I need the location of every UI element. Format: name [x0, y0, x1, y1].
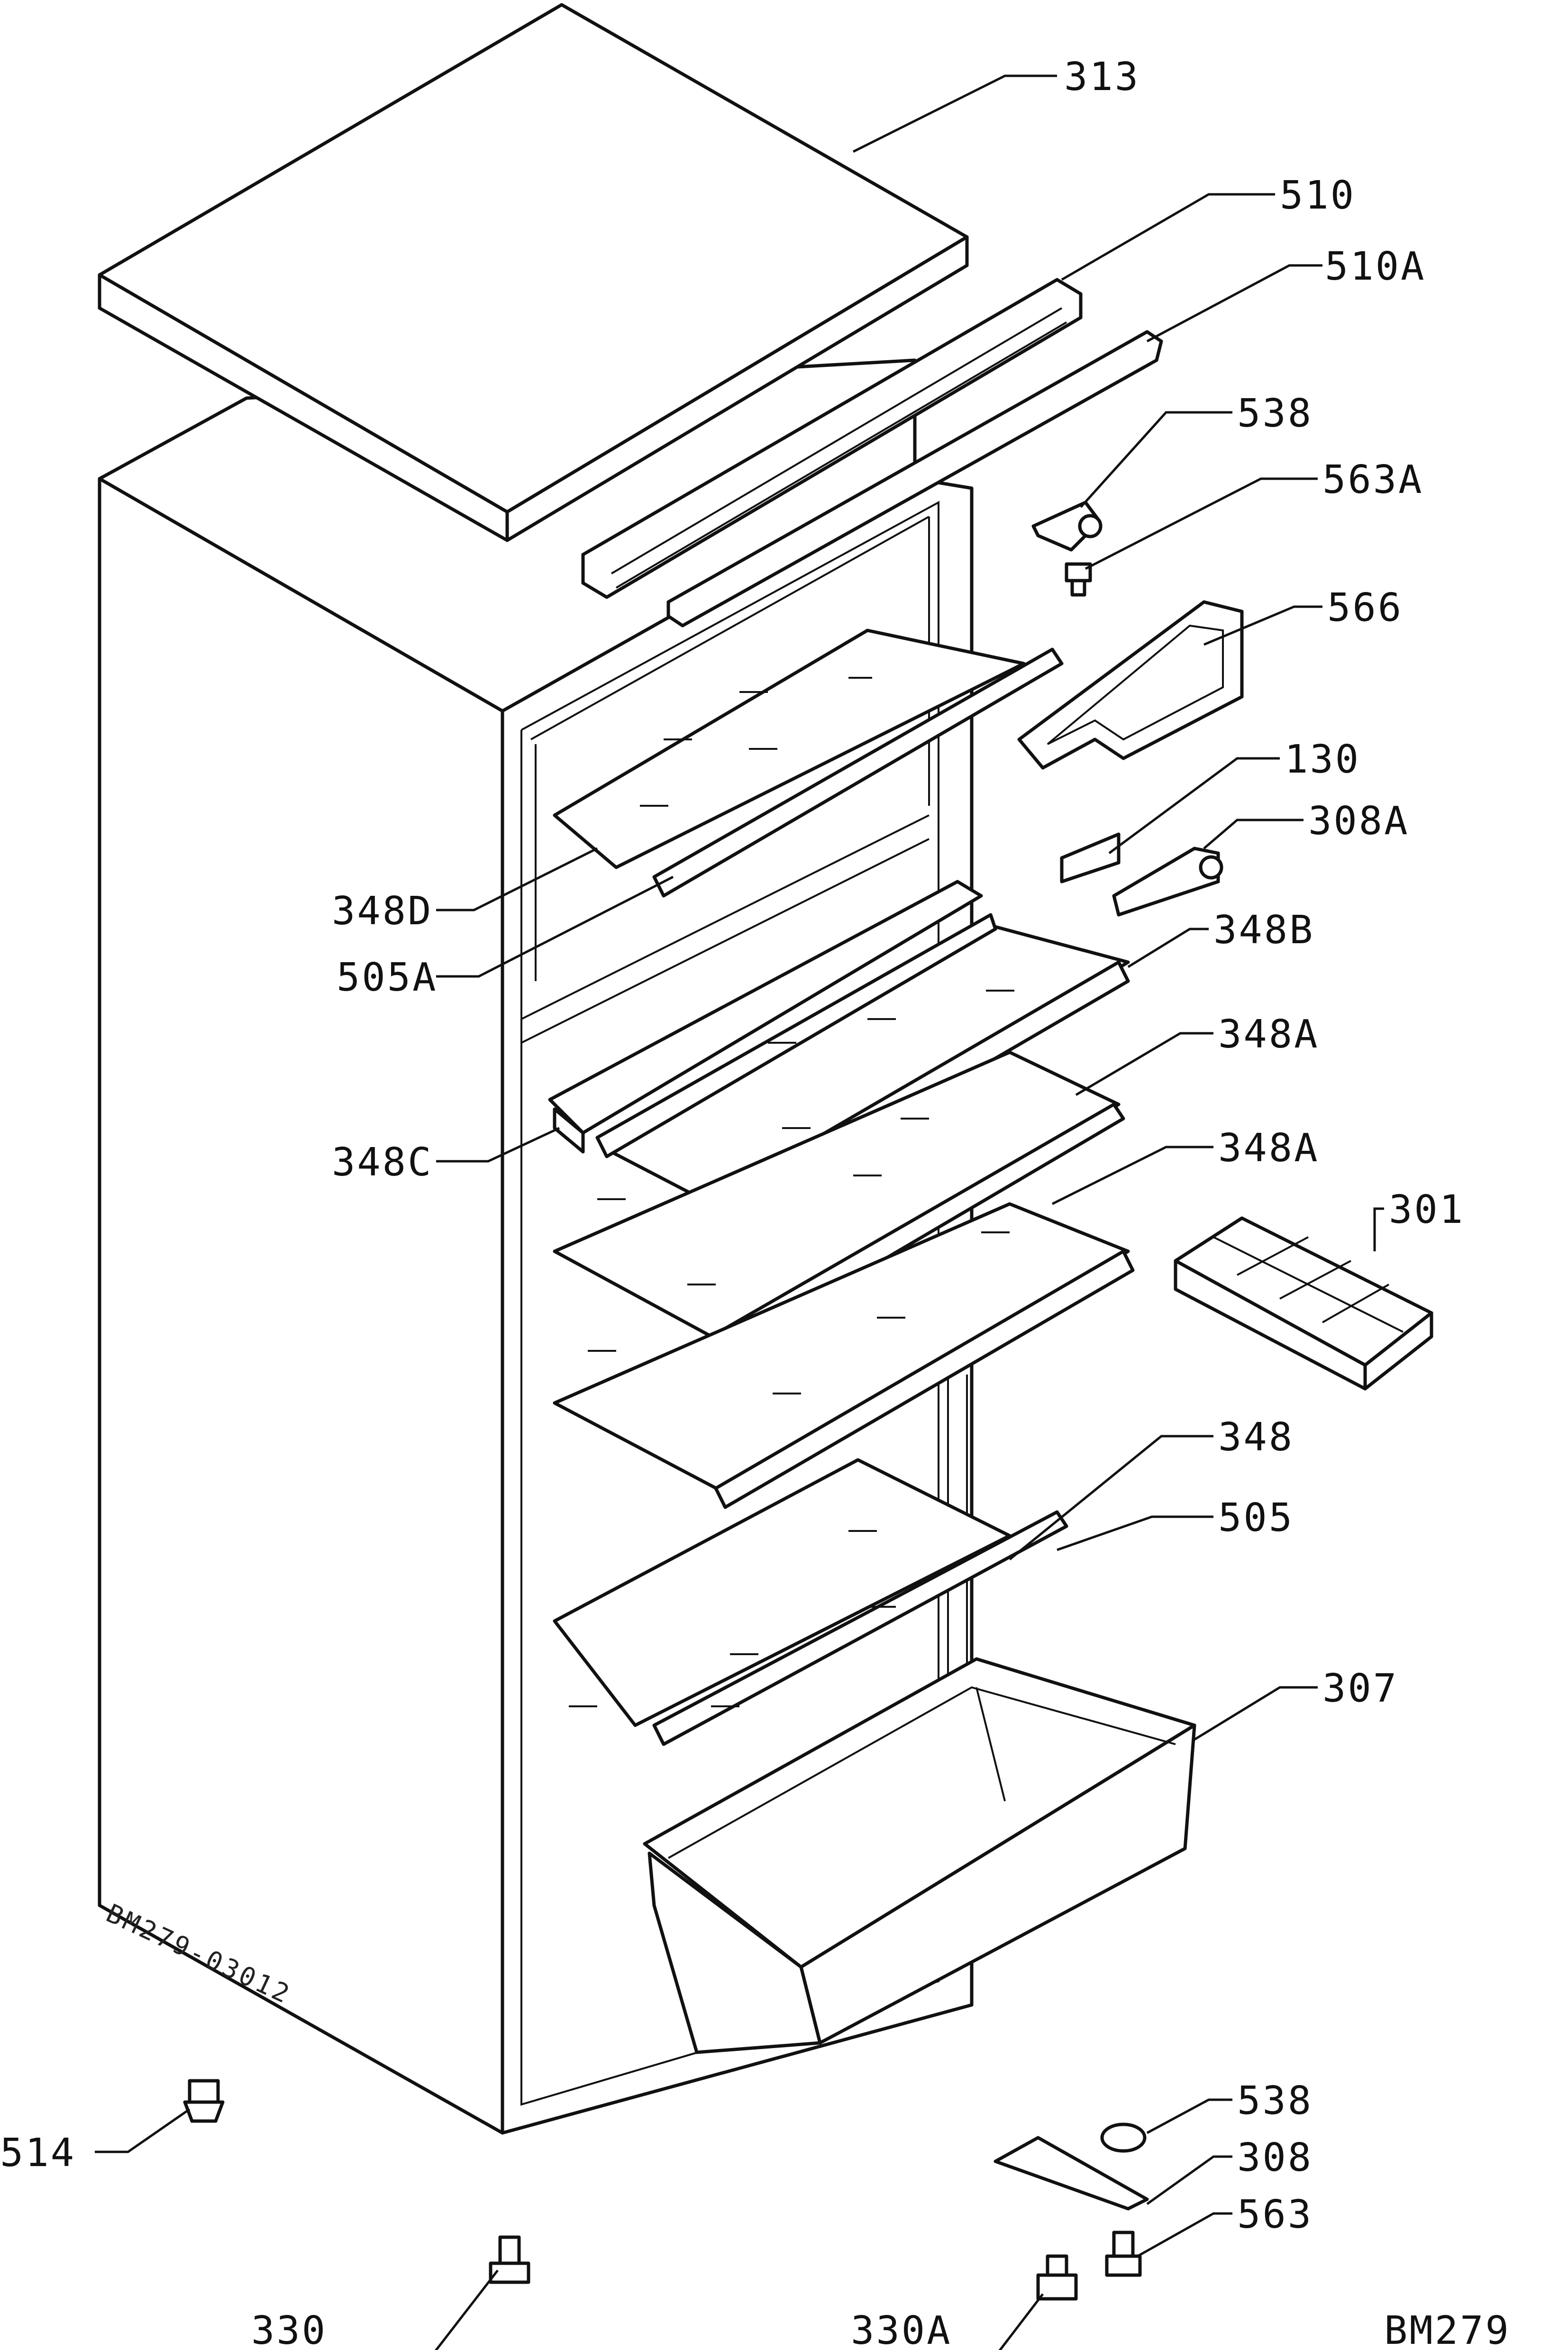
part-label-330: 330 [251, 2308, 327, 2350]
freezer-handle [1017, 600, 1244, 770]
part-label-313: 313 [1064, 55, 1140, 100]
shelf-348c [548, 880, 983, 1154]
hinge-130 [1060, 832, 1121, 884]
drawing-code: BM279 [1384, 2308, 1511, 2350]
top-plate [98, 3, 969, 542]
part-label-563: 563 [1237, 2192, 1313, 2237]
part-label-566: 566 [1327, 585, 1403, 630]
screw-563a [1065, 562, 1092, 597]
leader-lines [95, 74, 1384, 2350]
freezer-shelf [553, 628, 1064, 898]
part-label-510: 510 [1280, 173, 1356, 218]
crisper-drawer [643, 1657, 1196, 2054]
foot-514 [183, 2079, 225, 2123]
part-label-348b: 348B [1213, 908, 1314, 953]
part-label-130: 130 [1285, 737, 1360, 782]
part-label-563a: 563A [1322, 457, 1423, 502]
part-label-510a: 510A [1325, 244, 1426, 289]
shelf-348 [553, 1458, 1068, 1746]
part-label-505a: 505A [337, 955, 438, 1000]
shelf-348a-lower [553, 1202, 1135, 1509]
hinge-pin-538-bottom [1100, 2122, 1147, 2153]
part-label-538-top: 538 [1237, 391, 1313, 436]
part-label-308a: 308A [1308, 799, 1409, 844]
hinge-pin-538-top [1031, 501, 1103, 552]
part-label-538-bottom: 538 [1237, 2078, 1313, 2123]
part-label-514: 514 [0, 2131, 76, 2176]
part-label-330a: 330A [851, 2308, 952, 2350]
control-panel [581, 278, 1163, 628]
foot-330 [489, 2235, 530, 2284]
ice-tray [1174, 1216, 1433, 1391]
part-label-348c: 348C [332, 1140, 433, 1185]
part-label-348a-lower: 348A [1218, 1126, 1319, 1171]
part-label-301: 301 [1389, 1187, 1465, 1232]
foot-330a [1036, 2254, 1078, 2301]
part-label-505: 505 [1218, 1495, 1294, 1540]
part-label-348a-upper: 348A [1218, 1012, 1319, 1057]
screw-563 [1105, 2231, 1142, 2277]
hinge-308a [1112, 847, 1223, 917]
hinge-308 [994, 2136, 1149, 2211]
part-labels: 313 510 510A 538 563A 566 130 308A 348D … [0, 55, 1511, 2350]
part-label-308: 308 [1237, 2135, 1313, 2180]
part-label-348d: 348D [332, 889, 433, 934]
part-label-348: 348 [1218, 1415, 1294, 1460]
part-label-307: 307 [1322, 1666, 1398, 1711]
